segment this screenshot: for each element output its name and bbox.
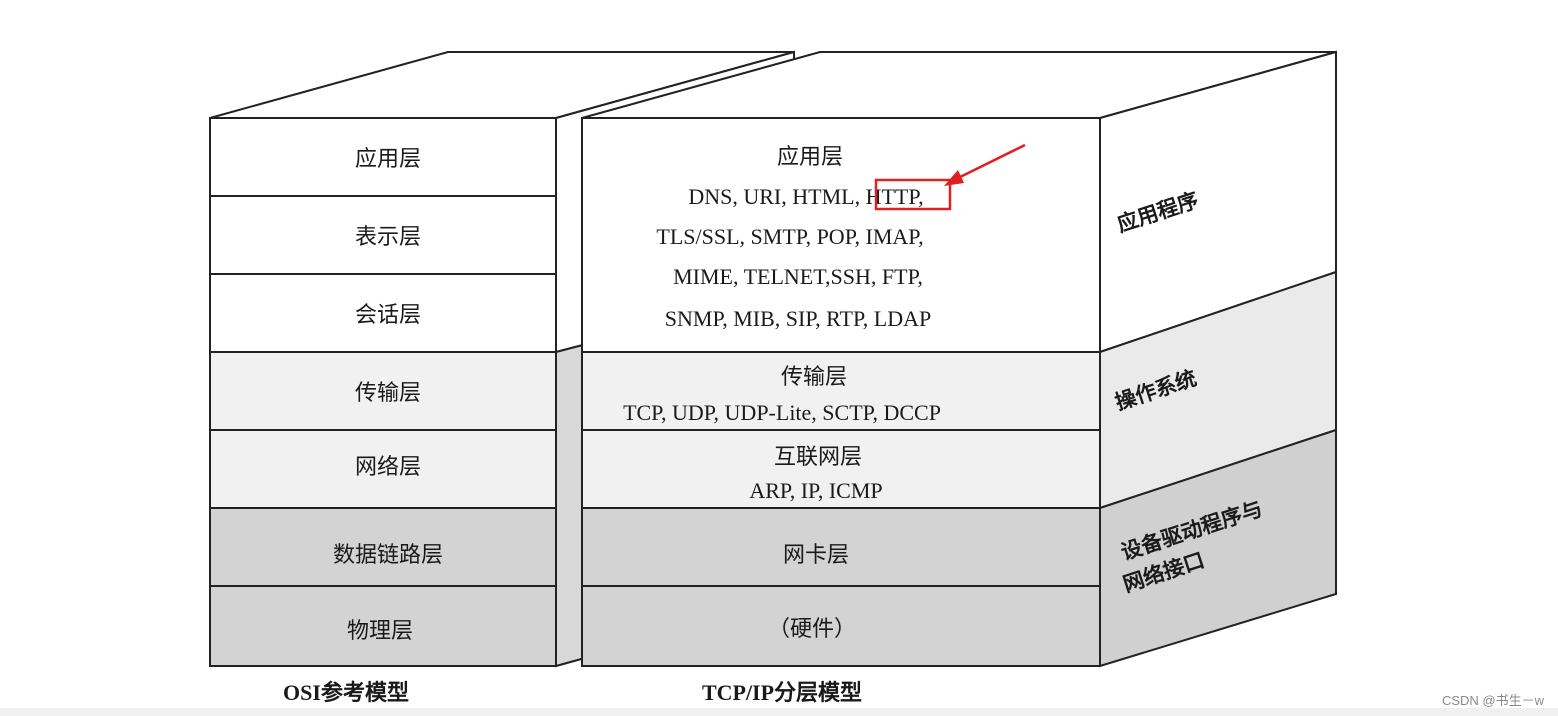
- highlight-arrow-shaft: [953, 143, 1026, 182]
- osi-layer-presentation-box: [209, 195, 557, 275]
- osi-layer-label: 网络层: [355, 455, 421, 480]
- tcpip-layer-internet-box: [581, 429, 1101, 509]
- tcpip-application-protocols-prefix: DNS, URI, HTML,: [688, 184, 865, 209]
- tcpip-application-title: 应用层: [777, 145, 843, 170]
- osi-layer-label: 会话层: [355, 303, 421, 328]
- osi-layer-label: 应用层: [355, 147, 421, 172]
- tcpip-application-protocols-line1: DNS, URI, HTML, HTTP,: [688, 184, 923, 209]
- watermark: CSDN @书生－w: [1441, 693, 1544, 708]
- osi-layer-label: 物理层: [347, 619, 413, 644]
- tcpip-layer-application-box: [581, 117, 1101, 353]
- http-highlight-text: HTTP,: [866, 184, 924, 209]
- osi-layer-label: 传输层: [355, 381, 421, 406]
- http-highlight-box: [874, 178, 952, 211]
- tcpip-caption: TCP/IP分层模型: [702, 680, 862, 705]
- tcpip-hardware-title: （硬件）: [768, 617, 856, 642]
- osi-layer-label: 数据链路层: [333, 543, 443, 568]
- tcpip-application-protocols-line4: SNMP, MIB, SIP, RTP, LDAP: [665, 306, 931, 331]
- osi-caption: OSI参考模型: [283, 680, 409, 705]
- tcpip-internet-title: 互联网层: [774, 445, 862, 470]
- tcpip-application-protocols-line3: MIME, TELNET,SSH, FTP,: [673, 264, 923, 289]
- osi-layer-application-box: [209, 117, 557, 197]
- bottom-bar: [0, 708, 1558, 716]
- tcpip-block: 应用层 DNS, URI, HTML, HTTP, TLS/SSL, SMTP,…: [581, 50, 1337, 668]
- osi-layer-datalink-box: [209, 507, 557, 587]
- tcpip-layer-transport-box: [581, 351, 1101, 431]
- highlight-arrow-head: [944, 170, 964, 186]
- tcpip-application-protocols-line2: TLS/SSL, SMTP, POP, IMAP,: [656, 224, 923, 249]
- tcpip-link-title: 网卡层: [783, 543, 849, 568]
- osi-layer-physical-box: [209, 585, 557, 667]
- tcpip-internet-protocols: ARP, IP, ICMP: [749, 478, 882, 503]
- tcpip-transport-protocols: TCP, UDP, UDP-Lite, SCTP, DCCP: [623, 400, 941, 425]
- osi-layer-label: 表示层: [355, 225, 421, 250]
- tcpip-transport-title: 传输层: [781, 365, 847, 390]
- tcpip-layer-link-box: [581, 507, 1101, 587]
- tcpip-layer-hardware-box: [581, 585, 1101, 667]
